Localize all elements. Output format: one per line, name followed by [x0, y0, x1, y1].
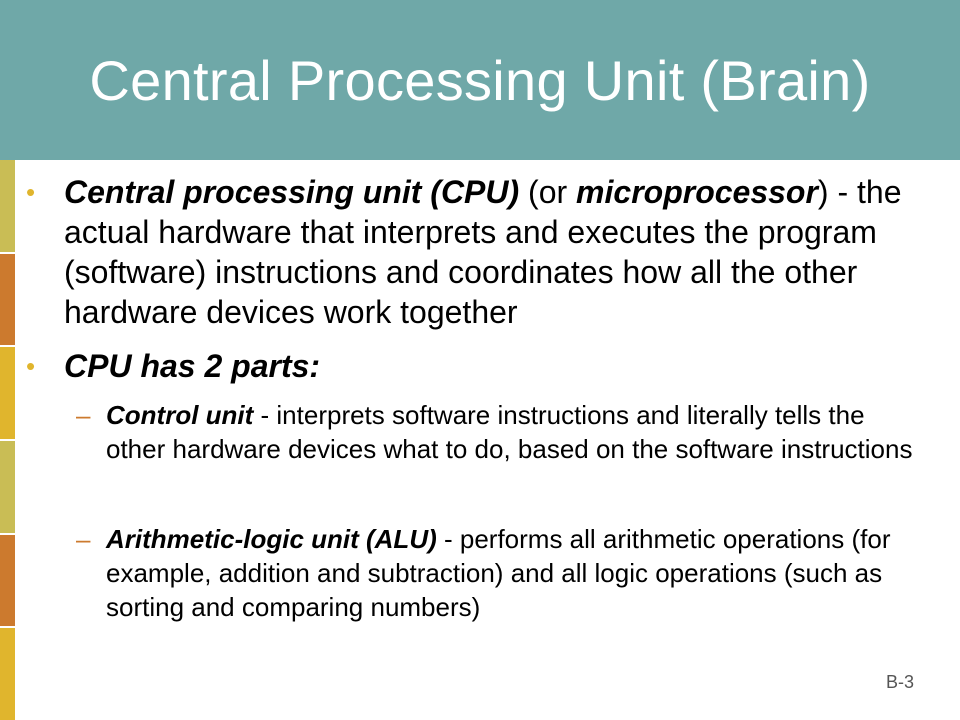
sub-bullet-alu: – Arithmetic-logic unit (ALU) - performs… — [26, 522, 931, 624]
bullet-cpu-definition: • Central processing unit (CPU) (or micr… — [26, 172, 931, 332]
sub-bullet-text: - performs all arithmetic operations (fo… — [106, 524, 891, 622]
bullet-term: Central processing unit (CPU) — [64, 174, 520, 210]
stripe-segment — [0, 628, 15, 720]
slide-header: Central Processing Unit (Brain) — [0, 0, 960, 160]
stripe-segment — [0, 347, 15, 442]
bullet-dot-icon: • — [26, 351, 36, 381]
bullet-term: CPU has 2 parts: — [64, 348, 321, 384]
stripe-segment — [0, 253, 15, 348]
stripe-segment — [0, 160, 15, 254]
page-number: B-3 — [886, 672, 915, 692]
sub-bullet-control-unit: – Control unit - interprets software ins… — [26, 398, 931, 466]
bullet-text: ) - the actual hardware that interprets … — [64, 174, 902, 330]
slide-title: Central Processing Unit (Brain) — [89, 48, 871, 112]
sub-bullet-term: Arithmetic-logic unit (ALU) — [106, 524, 437, 554]
slide-content: • Central processing unit (CPU) (or micr… — [26, 172, 931, 624]
dash-icon: – — [76, 524, 91, 554]
stripe-segment — [0, 534, 15, 629]
sub-bullet-text: - interprets software instructions and l… — [106, 400, 913, 464]
bullet-text: (or — [519, 174, 577, 210]
bullet-alt-term: microprocessor — [576, 174, 818, 210]
stripe-segment — [0, 441, 15, 535]
dash-icon: – — [76, 400, 91, 430]
bullet-cpu-parts: • CPU has 2 parts: — [26, 346, 931, 386]
bullet-dot-icon: • — [26, 177, 36, 207]
sub-bullet-term: Control unit — [106, 400, 254, 430]
left-color-stripe — [0, 160, 15, 720]
